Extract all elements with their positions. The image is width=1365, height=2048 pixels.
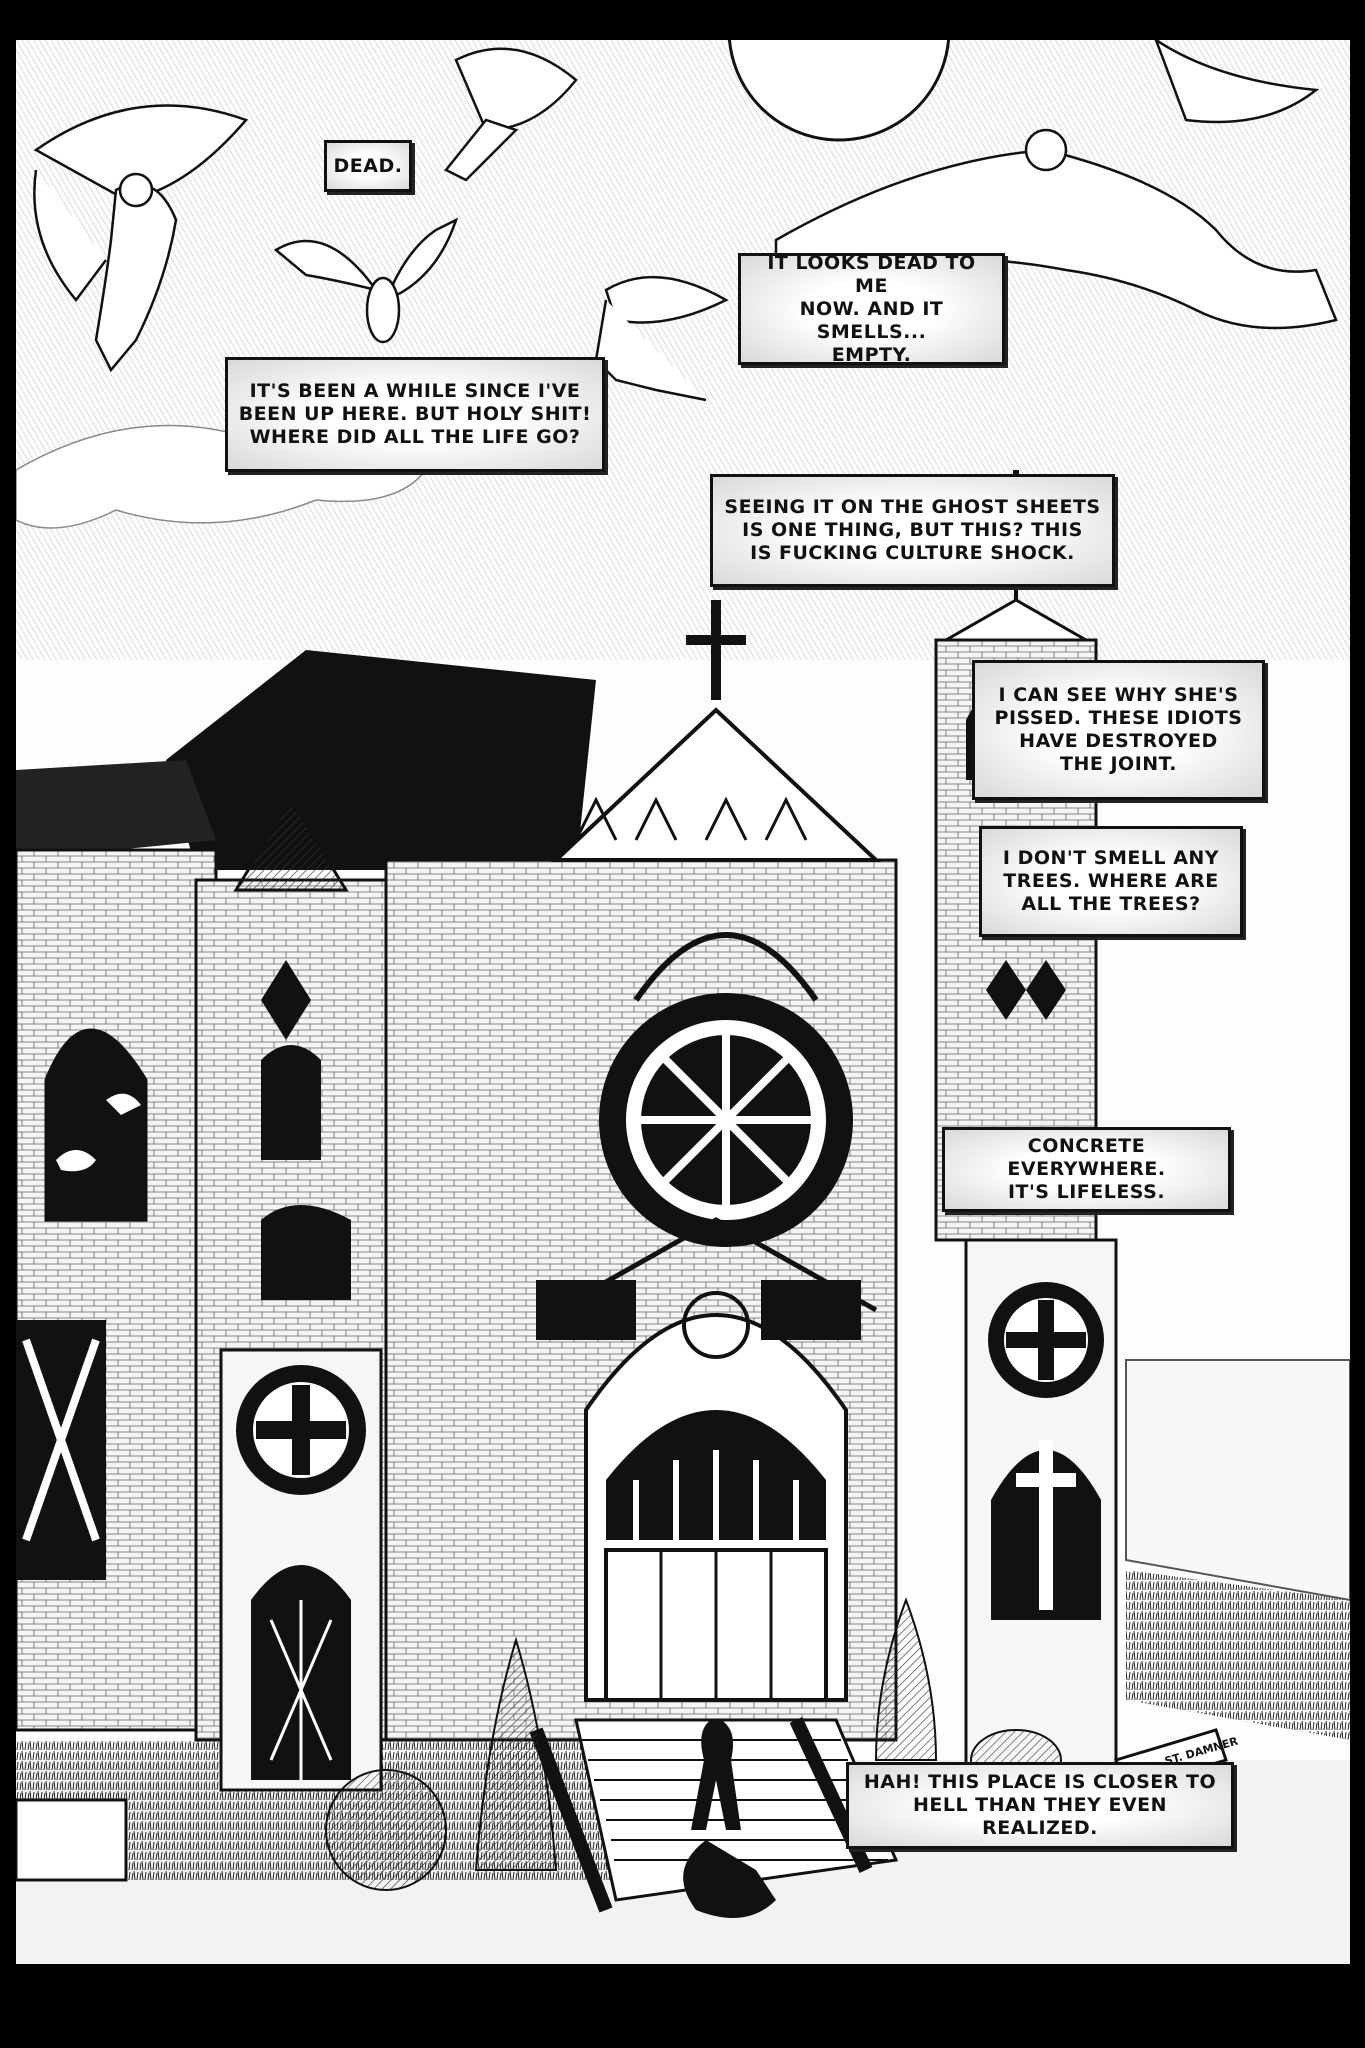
- background-building: [1125, 1359, 1350, 1602]
- cypress: [474, 1636, 558, 1871]
- roof: [166, 650, 596, 870]
- bush: [325, 1769, 447, 1891]
- planter: [16, 1798, 128, 1882]
- angel-right: [774, 40, 1338, 330]
- left-window: [44, 1028, 148, 1222]
- lawn-right: [1126, 1570, 1350, 1740]
- moon: [727, 40, 951, 142]
- caption-dead: DEAD.: [324, 140, 412, 192]
- caption-ghost-sheets: SEEING IT ON THE GHOST SHEETS IS ONE THI…: [710, 474, 1115, 587]
- church-illustration: ST. DAMNER: [16, 40, 1350, 1964]
- caption-closer-to-hell: HAH! THIS PLACE IS CLOSER TO HELL THAN T…: [846, 1762, 1234, 1849]
- caption-concrete: CONCRETE EVERYWHERE. IT'S LIFELESS.: [942, 1127, 1231, 1212]
- comic-panel: ST. DAMNER DEAD. IT LOOKS DEAD TO ME NOW…: [16, 40, 1350, 1964]
- caption-looks-dead: IT LOOKS DEAD TO ME NOW. AND IT SMELLS..…: [738, 252, 1005, 366]
- angel-small: [594, 275, 729, 402]
- gable: [550, 707, 882, 862]
- sky-hatching: [16, 40, 1350, 660]
- roof-cross: [686, 600, 746, 700]
- caption-she-is-pissed: I CAN SEE WHY SHE'S PISSED. THESE IDIOTS…: [972, 660, 1265, 800]
- angel-top: [444, 47, 578, 182]
- figure-silhouette: [691, 1720, 741, 1830]
- angel-left: [33, 104, 249, 373]
- angel-bird: [273, 217, 459, 344]
- caption-no-trees: I DON'T SMELL ANY TREES. WHERE ARE ALL T…: [979, 826, 1243, 937]
- figure-shadow: [683, 1840, 776, 1918]
- caption-been-a-while: IT'S BEEN A WHILE SINCE I'VE BEEN UP HER…: [225, 357, 605, 472]
- left-wing: [16, 848, 218, 1732]
